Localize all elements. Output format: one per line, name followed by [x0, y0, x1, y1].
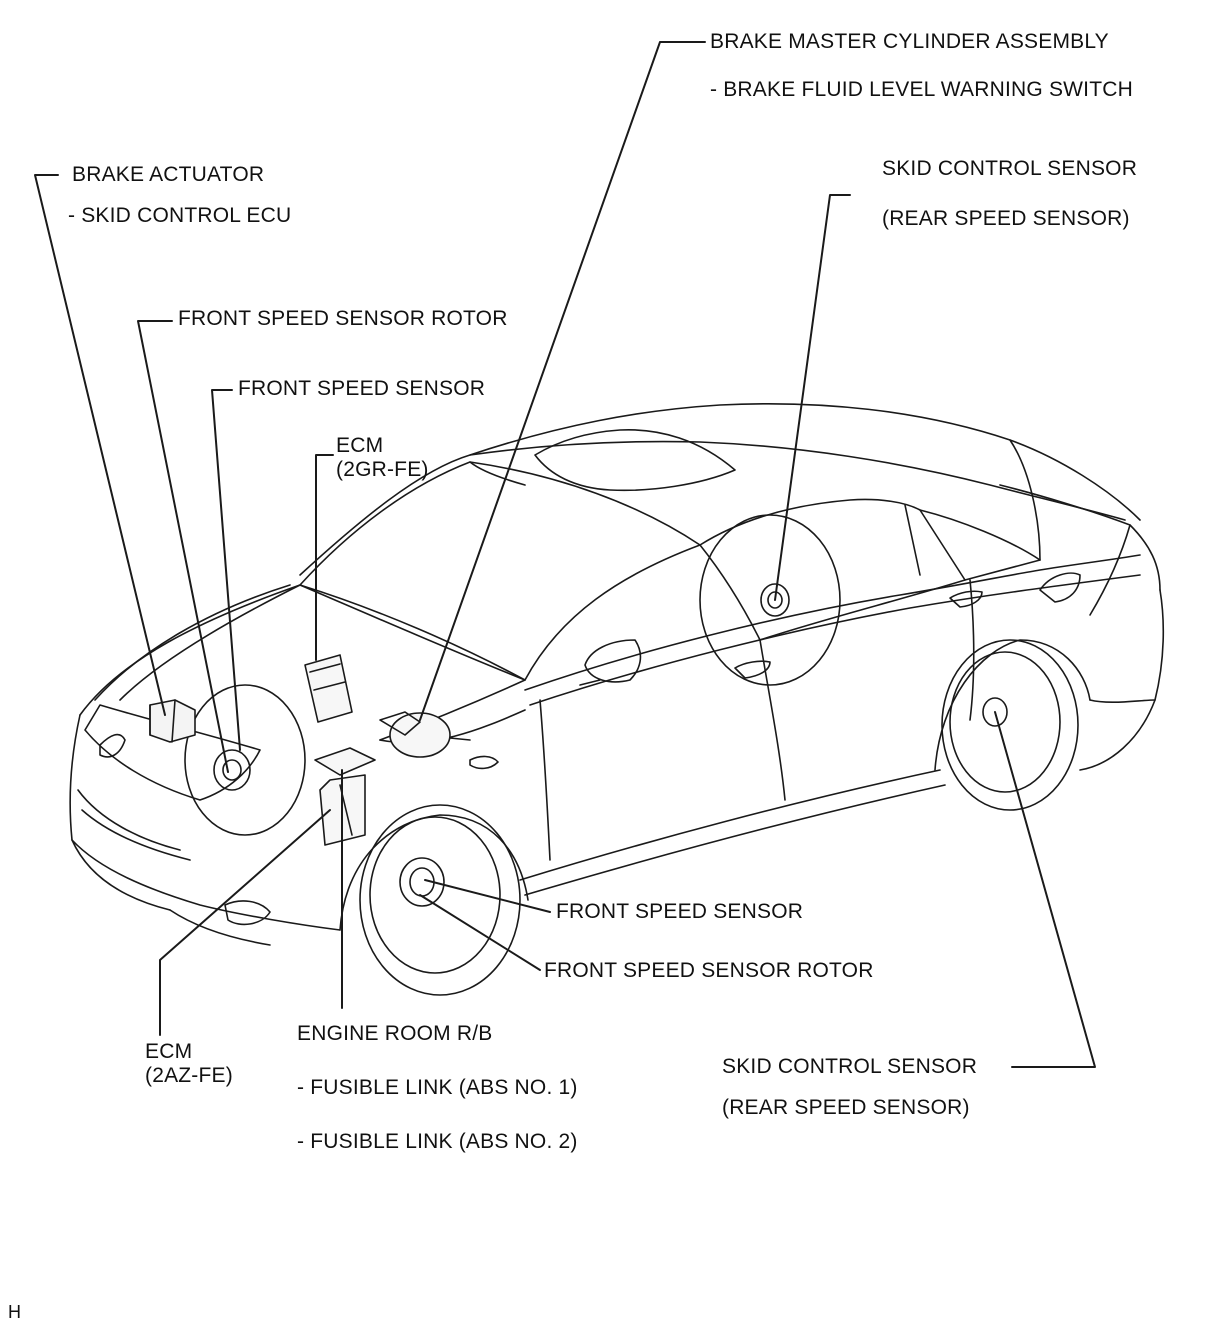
label-front-speed-sensor-rotor-top: FRONT SPEED SENSOR ROTOR	[178, 307, 508, 331]
label-line: (REAR SPEED SENSOR)	[882, 207, 1130, 230]
label-engine-room-rb: ENGINE ROOM R/B - FUSIBLE LINK (ABS NO. …	[297, 1022, 578, 1154]
label-brake-master-cylinder: BRAKE MASTER CYLINDER ASSEMBLY - BRAKE F…	[710, 30, 1133, 102]
label-line: FRONT SPEED SENSOR	[238, 377, 486, 400]
rear-left-wheel-hidden	[699, 514, 841, 686]
label-line: - BRAKE FLUID LEVEL WARNING SWITCH	[710, 78, 1133, 101]
label-line: (2AZ-FE)	[145, 1064, 233, 1087]
label-line: - FUSIBLE LINK (ABS NO. 2)	[297, 1130, 578, 1153]
label-ecm-2az-fe: ECM (2AZ-FE)	[145, 1040, 233, 1088]
label-line: ENGINE ROOM R/B	[297, 1022, 493, 1045]
label-line: SKID CONTROL SENSOR	[882, 157, 1138, 180]
label-ecm-2gr-fe: ECM (2GR-FE)	[336, 434, 429, 482]
rear-right-wheel	[941, 639, 1079, 811]
label-line: ECM	[145, 1040, 193, 1063]
label-brake-actuator: BRAKE ACTUATOR - SKID CONTROL ECU	[68, 163, 291, 228]
ecm-2gr-part	[304, 654, 353, 723]
label-line: FRONT SPEED SENSOR ROTOR	[544, 959, 874, 982]
label-line: ECM	[336, 434, 384, 457]
label-front-speed-sensor-rotor-bottom: FRONT SPEED SENSOR ROTOR	[544, 959, 874, 983]
label-line: (2GR-FE)	[336, 458, 429, 481]
front-right-wheel	[359, 804, 521, 996]
brake-actuator-part	[149, 699, 196, 743]
label-skid-control-sensor-top: SKID CONTROL SENSOR (REAR SPEED SENSOR)	[882, 157, 1137, 231]
label-front-speed-sensor-bottom: FRONT SPEED SENSOR	[556, 900, 803, 924]
label-line: - FUSIBLE LINK (ABS NO. 1)	[297, 1076, 578, 1099]
leader-lines	[34, 41, 1096, 1068]
label-line: SKID CONTROL SENSOR	[722, 1055, 978, 1078]
label-line: FRONT SPEED SENSOR	[556, 900, 804, 923]
label-line: BRAKE ACTUATOR	[72, 163, 265, 186]
front-left-wheel-hidden	[184, 684, 306, 836]
brake-master-part	[379, 711, 471, 758]
engine-room-rb-part	[314, 747, 376, 776]
corner-mark: H	[8, 1302, 21, 1322]
label-line: - SKID CONTROL ECU	[68, 204, 292, 227]
label-line: (REAR SPEED SENSOR)	[722, 1096, 970, 1119]
car-body	[69, 402, 1165, 946]
label-line: FRONT SPEED SENSOR ROTOR	[178, 307, 508, 330]
label-front-speed-sensor-top: FRONT SPEED SENSOR	[238, 377, 485, 401]
label-line: BRAKE MASTER CYLINDER ASSEMBLY	[710, 30, 1109, 53]
label-skid-control-sensor-bottom: SKID CONTROL SENSOR (REAR SPEED SENSOR)	[722, 1055, 977, 1120]
